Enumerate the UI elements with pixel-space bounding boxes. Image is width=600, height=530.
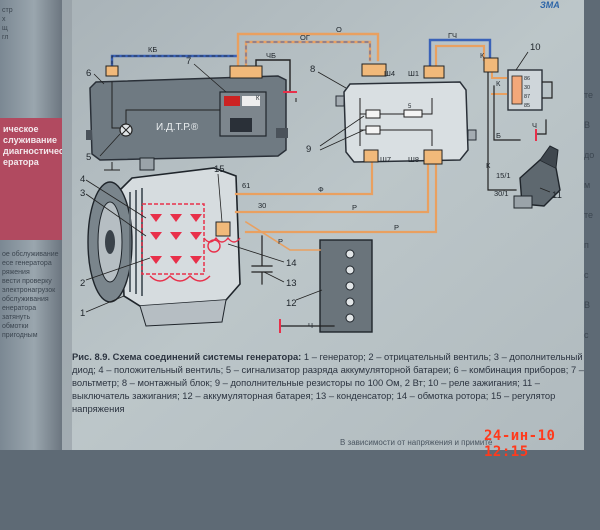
wire-k-3: К <box>486 161 491 170</box>
discharge-warning-lamp <box>119 123 133 137</box>
diagram-labels: 6 7 8 9 10 11 12 13 14 15 5 4 3 2 1 <box>80 42 562 319</box>
wire-k-1: К <box>480 51 485 60</box>
connector-sh1: Ш1 <box>408 69 419 78</box>
chapter-highlight-text: ическое служивание диагностического ерат… <box>3 124 83 167</box>
figure-caption: Рис. 8.9. Схема соединений системы генер… <box>72 350 584 415</box>
ground-symbols <box>104 98 297 171</box>
wire-r-3: Р <box>278 237 283 246</box>
wire-r-1: Р <box>352 203 357 212</box>
left-page-text-bottom: ое обслуживание есе генератора ряжения в… <box>2 251 59 339</box>
label-9: 9 <box>306 144 311 155</box>
connector-sh4: Ш4 <box>384 69 395 78</box>
label-13: 13 <box>286 278 297 289</box>
connector-sh7: Ш7 <box>380 155 391 164</box>
voltmeter-k-label: К <box>256 96 260 102</box>
relay-pin-86: 86 <box>524 76 530 82</box>
relay-pin-30: 30 <box>524 85 530 91</box>
label-5: 5 <box>86 152 91 163</box>
wire-gch: ГЧ <box>448 31 457 40</box>
leader-lines <box>85 51 551 313</box>
label-1: 1 <box>80 308 85 319</box>
label-4: 4 <box>80 174 85 185</box>
terminal-15-1: 15/1 <box>496 171 511 180</box>
mounting-block <box>335 81 477 163</box>
label-8: 8 <box>310 64 315 75</box>
connector-sh8: Ш8 <box>408 155 419 164</box>
wire-f: Ф <box>318 185 324 194</box>
wire-chb: ЧБ <box>266 51 276 60</box>
terminal-61: 61 <box>242 181 250 190</box>
resistor-label: 5 <box>408 104 412 110</box>
figure-caption-text: 1 – генератор; 2 – отрицательный вентиль… <box>72 351 584 414</box>
chapter-highlight-band: ическое служивание диагностического ерат… <box>0 118 83 240</box>
connector-blocks <box>105 57 499 165</box>
wiring-harness <box>110 32 547 333</box>
ignition-switch <box>513 145 561 209</box>
label-3: 3 <box>80 188 85 199</box>
wire-o: О <box>336 25 342 34</box>
wire-r-2: Р <box>394 223 399 232</box>
right-page-margin-text: те В до м те п с В с <box>584 90 595 340</box>
label-11: 11 <box>552 190 562 201</box>
wire-kb: КБ <box>148 45 157 54</box>
wire-k-2: К <box>496 79 501 88</box>
voltmeter <box>219 91 267 137</box>
wire-ch-2: Ч <box>308 321 313 330</box>
wire-ch-1: Ч <box>532 121 537 130</box>
wire-labels: КБ ОГ О ЧБ ГЧ К К Б К Ч Ч Ф Р Р Р 61 30 … <box>148 25 537 330</box>
label-14: 14 <box>286 258 297 269</box>
terminal-30: 30 <box>258 201 266 210</box>
wire-og: ОГ <box>300 33 310 42</box>
relay-pin-87: 87 <box>524 94 530 100</box>
label-12: 12 <box>286 298 297 309</box>
alternator <box>87 157 241 327</box>
next-paragraph-fragment: В зависимости от напряжения и примите <box>340 438 493 447</box>
page-header: ЗМА <box>540 0 560 10</box>
label-6: 6 <box>86 68 91 79</box>
label-15: 15 <box>214 164 225 175</box>
wiring-diagram-page: 6 7 8 9 10 11 12 13 14 15 5 4 3 2 1 КБ О… <box>62 0 584 450</box>
relay-pin-85: 85 <box>524 103 530 109</box>
label-7: 7 <box>186 56 191 67</box>
ignition-relay <box>507 69 553 111</box>
relay-pin-labels: 86 30 87 85 <box>524 76 530 109</box>
battery <box>319 239 373 333</box>
wire-b: Б <box>496 131 501 140</box>
label-10: 10 <box>530 42 541 53</box>
label-2: 2 <box>80 278 85 289</box>
page-gutter-shadow <box>62 0 72 450</box>
figure-caption-title: Рис. 8.9. Схема соединений системы генер… <box>72 351 302 362</box>
cluster-brand: И.Д.Т.Р.® <box>156 122 199 133</box>
camera-timestamp: 24-ин-10 12:15 <box>484 428 556 460</box>
left-page-text-top: стр х щ гл <box>2 7 13 41</box>
terminal-30-1: 30/1 <box>494 189 509 198</box>
